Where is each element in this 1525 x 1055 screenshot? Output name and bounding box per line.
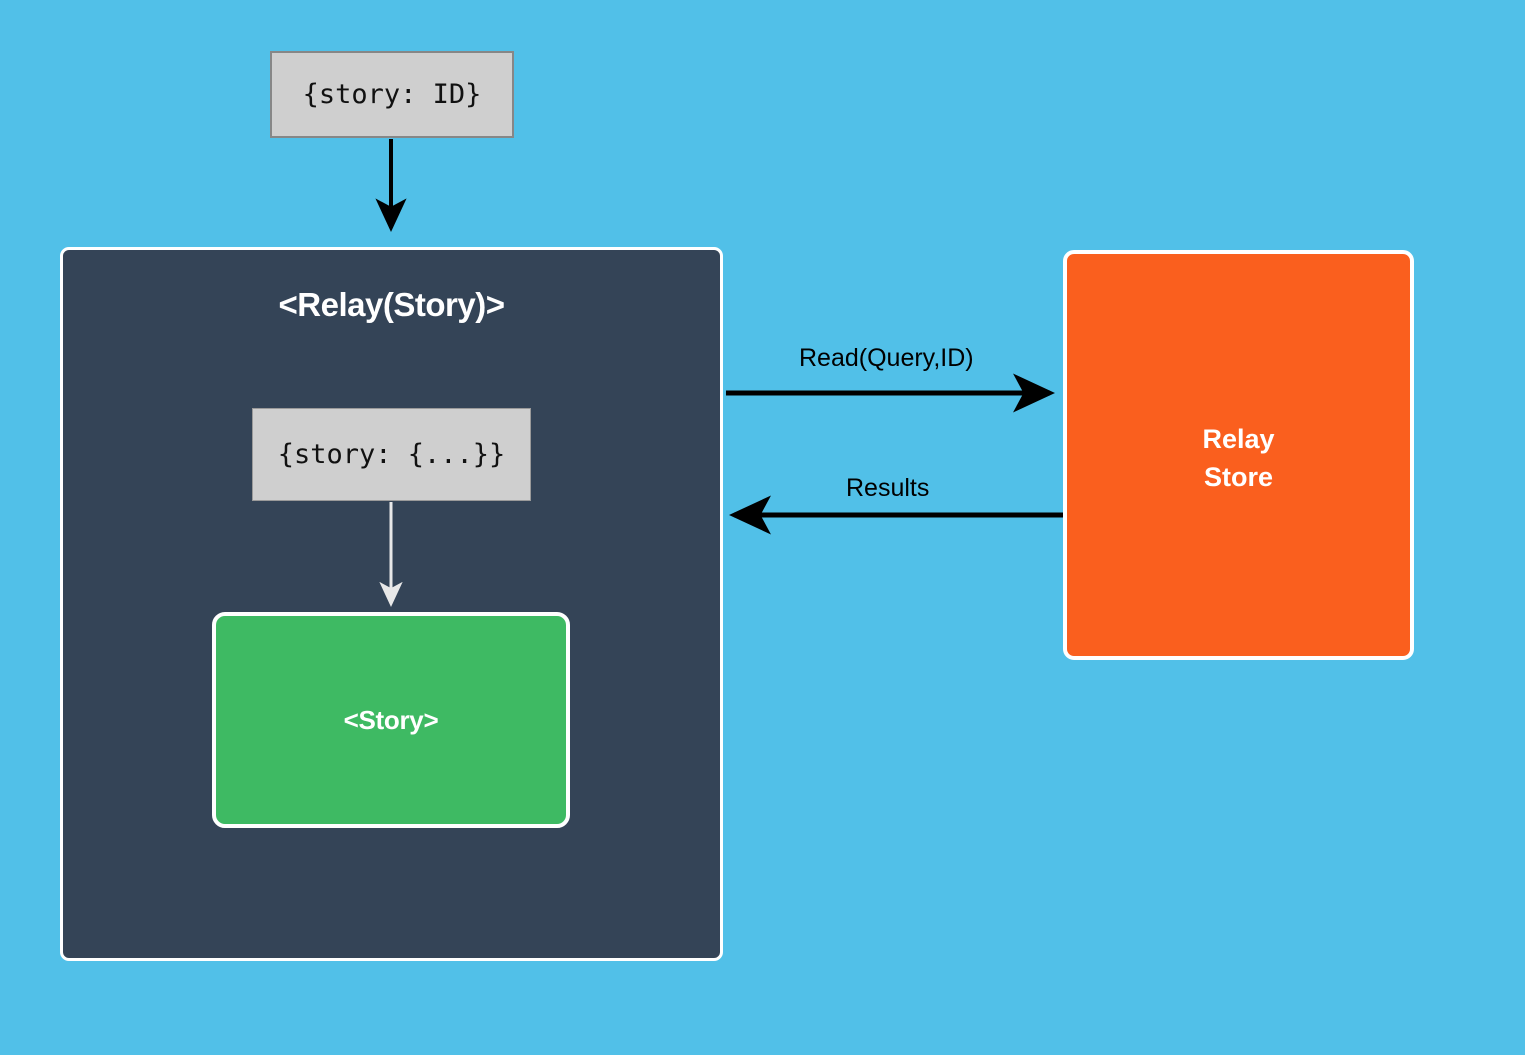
node-relay-store[interactable]: Relay Store (1063, 250, 1414, 660)
edge-label-results: Results (846, 474, 930, 502)
node-props-story-object[interactable]: {story: {...}} (252, 408, 531, 501)
edge-label-read-query-id: Read(Query,ID) (799, 344, 974, 372)
node-story-component-label: <Story> (343, 704, 439, 735)
node-props-story-object-label: {story: {...}} (277, 439, 506, 470)
node-story-component[interactable]: <Story> (212, 612, 570, 828)
node-props-story-id-label: {story: ID} (302, 79, 482, 110)
node-relay-store-label: Relay Store (1202, 424, 1275, 492)
node-relay-story-container[interactable]: <Relay(Story)> (60, 247, 723, 961)
node-props-story-id[interactable]: {story: ID} (270, 51, 514, 138)
node-relay-story-title: <Relay(Story)> (278, 286, 505, 323)
